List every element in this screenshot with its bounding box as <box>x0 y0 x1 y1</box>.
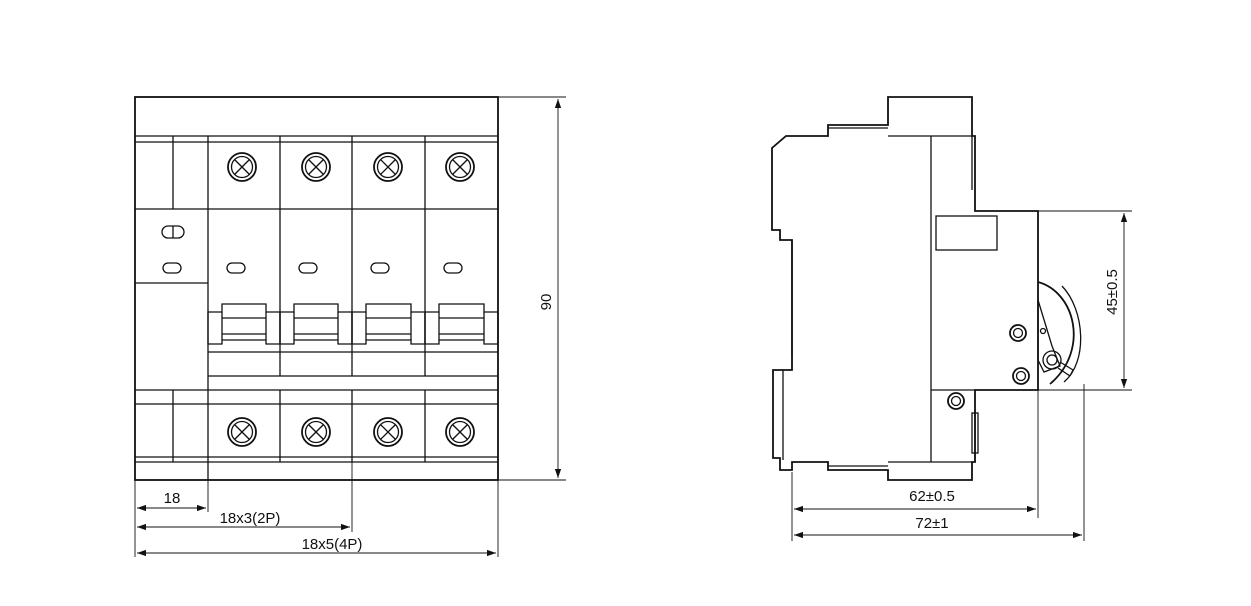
front-module-dividers <box>172 136 426 480</box>
dimension-height: 90 <box>498 96 566 481</box>
front-view: 90 18 18x3(2P) 18x5(4P) <box>134 96 566 557</box>
dimension-depths: 62±0.5 72±1 <box>791 384 1085 541</box>
side-view: 45±0.5 62±0.5 72±1 <box>771 96 1132 541</box>
test-button-indicator <box>161 225 185 239</box>
dimension-body-depth-label: 62±0.5 <box>909 488 955 505</box>
top-terminal-screws <box>227 152 475 182</box>
dimension-total-depth-label: 72±1 <box>915 515 948 532</box>
label-window <box>935 215 998 251</box>
toggle-handles <box>207 303 499 345</box>
handle-mechanism <box>1037 281 1082 385</box>
front-horizontal-lines <box>135 135 498 463</box>
dimension-2p-width-label: 18x3(2P) <box>220 510 281 527</box>
dimension-height-label: 90 <box>538 294 555 311</box>
dimension-module-width-label: 18 <box>164 490 181 507</box>
dimension-handle-height-label: 45±0.5 <box>1104 269 1121 315</box>
dimension-handle-height: 45±0.5 <box>1038 210 1132 391</box>
side-inner-lines <box>782 127 976 467</box>
side-clip <box>971 412 979 454</box>
rivets <box>947 324 1047 410</box>
side-body-outline <box>771 96 1039 481</box>
bottom-terminal-screws <box>227 417 475 447</box>
front-outline <box>134 96 499 481</box>
dimension-widths: 18 18x3(2P) 18x5(4P) <box>134 462 499 557</box>
dimension-4p-width-label: 18x5(4P) <box>302 536 363 553</box>
